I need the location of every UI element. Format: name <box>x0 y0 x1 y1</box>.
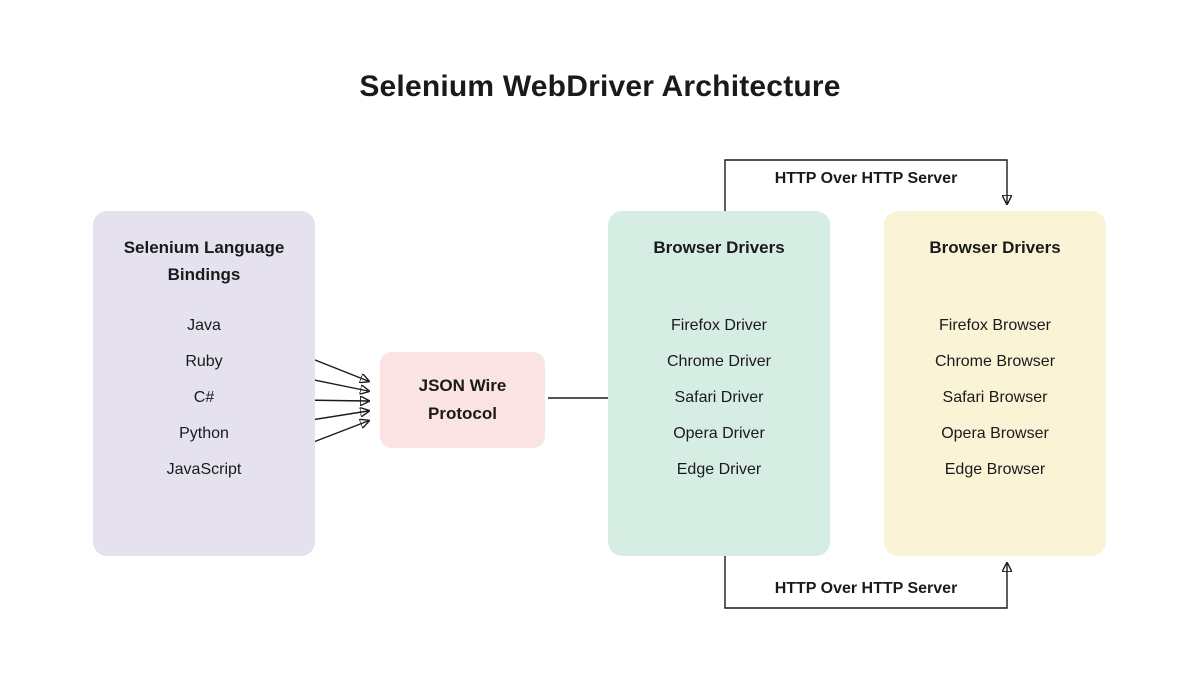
language-item-python: Python <box>179 425 229 442</box>
driver-item-opera: Opera Driver <box>673 425 765 442</box>
browsers-header: Browser Drivers <box>929 238 1061 257</box>
browser-drivers-header: Browser Drivers <box>653 238 785 257</box>
language-item-ruby: Ruby <box>185 353 223 370</box>
driver-item-safari: Safari Driver <box>674 389 764 406</box>
browser-drivers-box: Browser Drivers Firefox Driver Chrome Dr… <box>608 211 830 556</box>
language-item-java: Java <box>187 317 221 334</box>
language-bindings-items: Java Ruby C# Python JavaScript <box>93 308 315 488</box>
language-item-csharp: C# <box>193 389 215 406</box>
browsers-box: Browser Drivers Firefox Browser Chrome B… <box>884 211 1106 556</box>
language-bindings-header: Selenium Language Bindings <box>123 238 285 284</box>
browser-item-chrome: Chrome Browser <box>934 353 1056 370</box>
top-connector-label: HTTP Over HTTP Server <box>774 170 958 187</box>
driver-item-firefox: Firefox Driver <box>670 317 767 334</box>
browser-item-safari: Safari Browser <box>942 389 1048 406</box>
bottom-connector-label: HTTP Over HTTP Server <box>774 580 958 597</box>
browser-item-firefox: Firefox Browser <box>938 317 1052 334</box>
protocol-label-line2: Protocol <box>428 404 497 423</box>
browsers-items: Firefox Browser Chrome Browser Safari Br… <box>884 308 1106 488</box>
driver-item-edge: Edge Driver <box>676 461 762 478</box>
browser-item-opera: Opera Browser <box>941 425 1049 442</box>
protocol-label-line1: JSON Wire <box>418 376 507 395</box>
diagram-title: Selenium WebDriver Architecture <box>359 70 841 103</box>
json-wire-protocol-box: JSON Wire Protocol <box>380 352 545 448</box>
driver-item-chrome: Chrome Driver <box>666 353 771 370</box>
language-bindings-box: Selenium Language Bindings Java Ruby C# … <box>93 211 315 556</box>
language-item-javascript: JavaScript <box>166 461 242 478</box>
browser-drivers-items: Firefox Driver Chrome Driver Safari Driv… <box>608 308 830 488</box>
browser-item-edge: Edge Browser <box>944 461 1046 478</box>
